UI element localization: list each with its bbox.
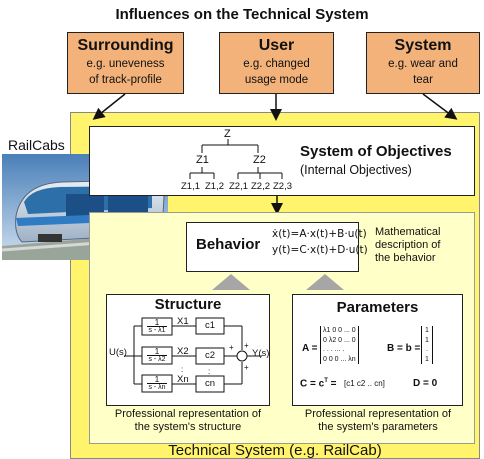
- parameters-caption: Professional representation of the syste…: [289, 408, 467, 434]
- matrix-b: 1 1 . 1: [421, 326, 433, 364]
- frac-num-3: 1: [154, 375, 160, 384]
- tree-node-z23: Z2,3: [273, 181, 293, 192]
- svg-text::: :: [181, 365, 183, 374]
- matrix-a-row: λ1 0 0 ... 0: [323, 327, 356, 334]
- influence-heading: User: [258, 37, 295, 54]
- svg-text:+: +: [229, 343, 234, 352]
- objectives-title: System of Objectives: [300, 143, 452, 160]
- structure-title: Structure: [154, 296, 222, 313]
- gain-c1: c1: [204, 320, 216, 331]
- objectives-tree: [189, 139, 283, 179]
- railcabs-label: RailCabs: [8, 137, 65, 153]
- svg-text:+: +: [244, 341, 249, 350]
- pointer-parameters: [306, 274, 344, 290]
- diagram-title: Influences on the Technical System: [115, 6, 369, 23]
- matrix-a-label: A =: [302, 343, 318, 354]
- tree-node-z2: Z2: [253, 154, 266, 166]
- objectives-subtitle: (Internal Objectives): [300, 163, 412, 177]
- behavior-box: [186, 222, 359, 272]
- frac-den-1: s - λ1: [148, 327, 166, 334]
- influence-line1: e.g. uneveness: [86, 58, 165, 70]
- matrix-b-row: .: [425, 346, 428, 353]
- structure-input: U(s): [109, 347, 127, 358]
- svg-text::: :: [208, 367, 210, 376]
- behavior-label: Behavior: [196, 236, 261, 253]
- influence-line1: e.g. wear and: [388, 58, 458, 70]
- parameters-caption-line: Professional representation of: [304, 408, 452, 420]
- state-xn: Xn: [177, 374, 189, 385]
- frac-den-2: s - λ2: [148, 356, 166, 363]
- influence-line2: of track-profile: [89, 74, 162, 86]
- matrix-c-row: [c1 c2 .. cn]: [344, 379, 385, 388]
- influence-heading: System: [394, 37, 452, 54]
- behavior-output-equation: y(t)=C·x(t)+D·u(t): [272, 244, 368, 256]
- svg-text:+: +: [244, 363, 249, 372]
- parameters-caption-line: the system's parameters: [318, 421, 438, 433]
- tree-node-z11: Z1,1: [181, 181, 201, 192]
- tree-node-z12: Z1,2: [205, 181, 225, 192]
- influence-user: User e.g. changed usage mode: [219, 32, 334, 94]
- matrix-d-label: D = 0: [413, 378, 438, 389]
- gain-c2: c2: [204, 350, 216, 361]
- structure-caption: Professional representation of the syste…: [100, 408, 276, 434]
- matrix-b-row: 1: [425, 327, 429, 334]
- behavior-description-line: the behavior: [375, 252, 436, 264]
- structure-caption-line: Professional representation of: [114, 408, 262, 420]
- matrix-c-label: C = cT =: [300, 378, 337, 390]
- block-diagram: + + + : :: [124, 317, 262, 393]
- state-x2: X2: [177, 346, 189, 357]
- structure-box: [106, 294, 270, 406]
- influence-line2: tear: [413, 74, 433, 86]
- matrix-a: λ1 0 0 ... 0 0 λ2 0 ... 0 . . . ... . 0 …: [320, 326, 359, 364]
- influence-line1: e.g. changed: [243, 58, 310, 70]
- influence-heading: Surrounding: [77, 37, 174, 54]
- parameters-title: Parameters: [336, 299, 419, 316]
- tree-node-z1: Z1: [196, 154, 209, 166]
- pointer-structure: [212, 274, 250, 290]
- influence-system: System e.g. wear and tear: [366, 32, 480, 94]
- matrix-a-row: 0 λ2 0 ... 0: [323, 336, 356, 344]
- behavior-state-equation: ẋ(t)=A·x(t)+B·u(t): [272, 228, 367, 240]
- frac-num-1: 1: [154, 318, 160, 327]
- tree-node-z21: Z2,1: [229, 181, 249, 192]
- behavior-description-line: Mathematical: [375, 226, 441, 238]
- matrix-b-row: 1: [425, 355, 429, 363]
- behavior-description-line: description of: [375, 239, 441, 251]
- structure-output: Y(s): [252, 348, 270, 359]
- frac-den-3: s - λn: [148, 384, 166, 391]
- matrix-a-row: . . . ... .: [323, 346, 345, 353]
- influence-surrounding: Surrounding e.g. uneveness of track-prof…: [67, 32, 184, 94]
- behavior-description: Mathematical description of the behavior: [375, 226, 440, 265]
- matrix-a-row: 0 0 0 ... λn: [323, 355, 356, 363]
- objectives-box: [89, 126, 475, 196]
- tree-root: Z: [224, 128, 231, 140]
- tree-node-z22: Z2,2: [251, 181, 271, 192]
- frac-num-2: 1: [154, 347, 160, 356]
- matrix-c-label-text: C = c: [300, 378, 325, 390]
- structure-caption-line: the system's structure: [134, 421, 242, 433]
- state-x1: X1: [177, 316, 189, 327]
- influence-line2: usage mode: [244, 74, 309, 86]
- matrix-b-row: 1: [425, 336, 429, 344]
- arrow-surrounding: [92, 93, 126, 120]
- gain-cn: cn: [204, 378, 216, 389]
- matrix-b-label: B = b =: [387, 343, 421, 354]
- arrow-system: [422, 93, 458, 120]
- technical-system-label: Technical System (e.g. RailCab): [168, 442, 382, 459]
